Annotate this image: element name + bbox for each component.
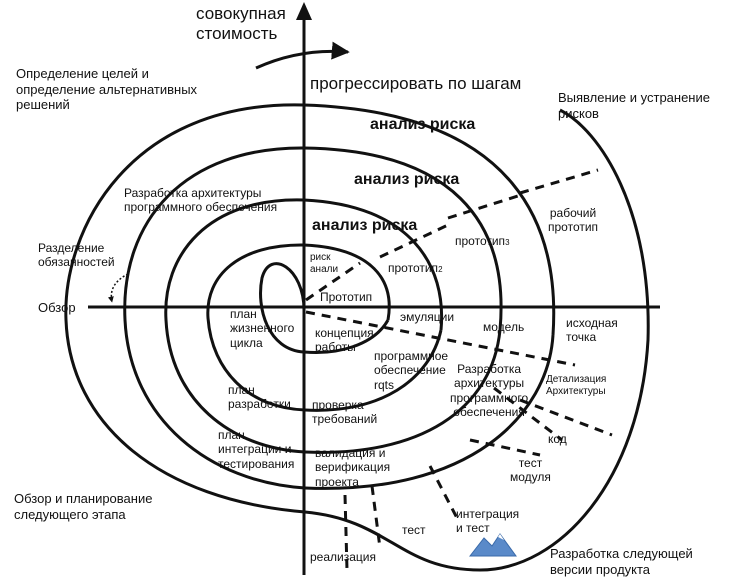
architecture-detail-label: Детализация Архитектуры	[546, 374, 607, 397]
test-label: тест	[402, 523, 426, 537]
dash-lower-6	[370, 485, 382, 549]
req-verification-label: проверка требований	[312, 398, 378, 427]
prototype-3-text: прототип	[455, 234, 506, 248]
quadrant-development: Разработка следующей версии продукта	[550, 546, 693, 577]
integration-plan-label: план интеграции и тестирования	[218, 428, 295, 471]
prototype-3-sub: 3	[505, 238, 510, 247]
prototype-2-text: прототип	[388, 261, 439, 275]
spiral-turn-outer	[64, 103, 650, 572]
dash-lower-1	[305, 310, 576, 367]
cumulative-cost-arrow	[255, 41, 350, 70]
spiral-turn-inner	[259, 262, 390, 354]
quadrant-planning: Обзор и планирование следующего этапа	[14, 491, 153, 522]
unit-test-label: тест модуля	[510, 456, 551, 485]
prototype-1: Прототип	[320, 290, 373, 304]
dash-upper-4	[519, 168, 599, 195]
quadrant-objectives: Определение целей и определение альтерна…	[16, 66, 198, 113]
start-point-label: исходная точка	[566, 316, 618, 345]
y-axis-title: совокупная стоимость	[196, 4, 286, 44]
dev-plan-label: план разработки	[228, 383, 291, 412]
risk-analysis-inner: анализ риска	[312, 217, 418, 234]
validation-label: валидация и верификация проекта	[315, 446, 391, 489]
code-label: код	[548, 432, 567, 446]
spiral-turn-4	[123, 146, 555, 490]
software-reqs-label: программное обеспечение rqts	[374, 349, 449, 392]
dash-upper-2	[379, 223, 449, 259]
risk-analysis-middle: анализ риска	[354, 171, 460, 188]
spiral-turn-2	[206, 243, 443, 412]
prototype-2-sub: 2	[438, 265, 443, 274]
prototype-3: прототип3	[455, 234, 510, 248]
emulation-label: эмуляции	[400, 310, 455, 324]
dash-lower-3	[469, 438, 541, 457]
dash-upper-1	[305, 261, 361, 302]
progress-label: прогрессировать по шагам	[310, 74, 522, 93]
implementation-label: реализация	[310, 550, 376, 564]
mountain-snow	[498, 534, 504, 540]
spiral-turn-3	[164, 198, 502, 454]
review-label: Обзор	[38, 300, 76, 315]
partition-arrow	[107, 273, 129, 303]
architecture-design-upper: Разработка архитектуры программного обес…	[124, 186, 278, 215]
risk-analysis-outer: анализ риска	[370, 116, 476, 133]
risk-analysis-center: риск анали	[310, 252, 339, 275]
vertical-axis-arrowhead	[296, 2, 312, 20]
mountain-icon	[468, 533, 517, 557]
partition-label: Разделение обязанностей	[38, 241, 115, 270]
model-label: модель	[483, 320, 525, 334]
sw-architecture-label: Разработка архитектуры программного обес…	[450, 362, 529, 420]
dash-lower-4	[519, 398, 613, 437]
prototype-2: прототип2	[388, 261, 443, 275]
dash-lower-5	[428, 465, 460, 521]
work-concept-label: концепция работы	[315, 326, 374, 355]
working-prototype: рабочий прототип	[548, 206, 599, 235]
dash-lower-7	[343, 494, 349, 571]
dash-upper-3	[447, 194, 519, 220]
integration-test-label: интеграция и тест	[456, 507, 520, 536]
life-cycle-plan-label: план жизненного цикла	[230, 307, 295, 350]
dash-lower-2	[493, 386, 563, 442]
quadrant-risk: Выявление и устранение рисков	[558, 90, 710, 121]
